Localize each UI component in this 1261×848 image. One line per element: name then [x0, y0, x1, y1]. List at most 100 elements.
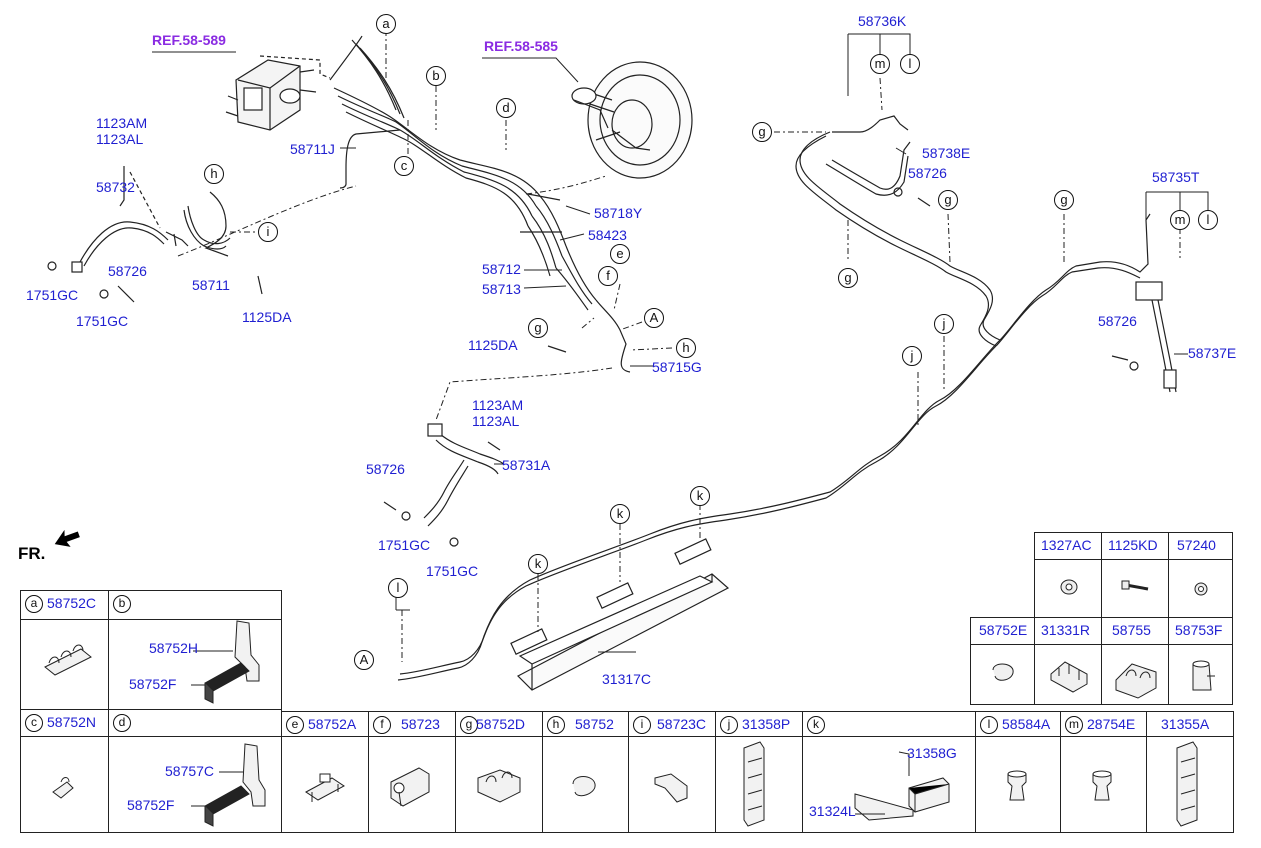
cell-i[interactable]: i 58723C — [628, 711, 716, 833]
callout-A: A — [644, 308, 664, 328]
part-58726[interactable]: 58726 — [1098, 313, 1137, 329]
callout-h-2: h — [676, 338, 696, 358]
callout-l: l — [900, 54, 920, 74]
part-1751GC[interactable]: 1751GC — [426, 563, 479, 579]
part-58735T[interactable]: 58735T — [1152, 169, 1200, 185]
washer-icon — [1194, 582, 1208, 596]
cell-k[interactable]: k 31358G 31324L — [802, 711, 976, 833]
callout-k-3: k — [528, 554, 548, 574]
callout-g-5: g — [1054, 190, 1074, 210]
cell-58753F[interactable]: 58753F — [1168, 617, 1233, 705]
part-58423[interactable]: 58423 — [588, 227, 627, 243]
front-arrow — [54, 529, 80, 547]
cell-57240[interactable]: 57240 — [1168, 532, 1233, 618]
part-58712[interactable]: 58712 — [482, 261, 521, 277]
rear-left-hose — [423, 423, 505, 527]
callout-f: f — [598, 266, 618, 286]
cell-letter: b — [113, 595, 131, 613]
cell-m[interactable]: m 28754E — [1060, 711, 1147, 833]
cell-c[interactable]: c 58752N — [20, 709, 109, 833]
abs-module-drawing — [225, 55, 331, 131]
rail-bracket-31317C — [510, 538, 730, 691]
part-58726[interactable]: 58726 — [108, 263, 147, 279]
callout-d: d — [496, 98, 516, 118]
part-58718Y[interactable]: 58718Y — [594, 205, 643, 221]
callout-k-2: k — [610, 504, 630, 524]
part-58715G[interactable]: 58715G — [652, 359, 702, 375]
part-58713[interactable]: 58713 — [482, 281, 521, 297]
part-58737E[interactable]: 58737E — [1188, 345, 1237, 361]
cell-58752E[interactable]: 58752E — [970, 617, 1035, 705]
part-58757C: 58757C — [165, 763, 215, 779]
clamp-icon — [1050, 661, 1088, 693]
cell-31331R[interactable]: 31331R — [1034, 617, 1102, 705]
part-58752F: 58752F — [129, 676, 177, 692]
cell-b[interactable]: b 58752H 58752F — [108, 590, 282, 710]
part-58732[interactable]: 58732 — [96, 179, 135, 195]
cell-d[interactable]: d 58757C 58752F — [108, 709, 282, 833]
grommet-icon — [1092, 770, 1112, 801]
part-1125DA[interactable]: 1125DA — [468, 337, 518, 353]
part-58726[interactable]: 58726 — [908, 165, 947, 181]
part-58711[interactable]: 58711 — [192, 277, 230, 293]
part-1751GC[interactable]: 1751GC — [76, 313, 129, 329]
rear-right-lines — [397, 115, 1177, 681]
cell-a[interactable]: a 58752C — [20, 590, 109, 710]
part-31358G: 31358G — [907, 745, 957, 761]
clip-strip-icon — [743, 741, 765, 827]
part-31324L: 31324L — [809, 803, 856, 819]
cell-label: 1327AC — [1041, 537, 1092, 553]
callout-e: e — [610, 244, 630, 264]
clip-icon — [44, 644, 92, 676]
ref-label-abs[interactable]: REF.58-589 — [152, 32, 226, 48]
callout-k: k — [690, 486, 710, 506]
cell-1125KD[interactable]: 1125KD — [1101, 532, 1169, 618]
part-1125DA[interactable]: 1125DA — [242, 309, 292, 325]
holder-icon — [1115, 663, 1157, 699]
callout-m-2: m — [1170, 210, 1190, 230]
cell-h[interactable]: h 58752 — [542, 711, 629, 833]
cell-l[interactable]: l 58584A — [975, 711, 1061, 833]
part-1123AM[interactable]: 1123AM — [96, 115, 148, 131]
cell-1327AC[interactable]: 1327AC — [1034, 532, 1102, 618]
cell-g[interactable]: g 58752D — [455, 711, 543, 833]
front-direction-label: FR. — [18, 544, 46, 563]
cell-label: 57240 — [1177, 537, 1216, 553]
part-58731A[interactable]: 58731A — [502, 457, 551, 473]
cell-58755[interactable]: 58755 — [1101, 617, 1169, 705]
callout-h: h — [204, 164, 224, 184]
hardware — [47, 187, 1139, 547]
cell-f[interactable]: f 58723 — [368, 711, 456, 833]
part-58711J[interactable]: 58711J — [290, 141, 335, 157]
cell-letter: e — [286, 716, 304, 734]
bolt-icon — [1121, 580, 1149, 591]
part-58738E[interactable]: 58738E — [922, 145, 971, 161]
cell-31355A[interactable]: 31355A — [1146, 711, 1234, 833]
callout-A-2: A — [354, 650, 374, 670]
cell-e[interactable]: e 58752A — [281, 711, 369, 833]
part-1123AM[interactable]: 1123AM — [472, 397, 524, 413]
cell-letter: i — [633, 716, 651, 734]
clip-icon — [52, 777, 74, 799]
clip-strip-icon — [1176, 741, 1198, 827]
part-58726[interactable]: 58726 — [366, 461, 405, 477]
part-1751GC[interactable]: 1751GC — [26, 287, 79, 303]
ref-label-booster[interactable]: REF.58-585 — [484, 38, 558, 54]
part-31317C[interactable]: 31317C — [602, 671, 652, 687]
clip-icon — [390, 767, 430, 807]
cell-label: 58752N — [47, 714, 97, 730]
part-58736K[interactable]: 58736K — [858, 13, 907, 29]
cell-j[interactable]: j 31358P — [715, 711, 803, 833]
callout-g-4: g — [838, 268, 858, 288]
nut-icon — [1060, 579, 1078, 595]
callout-a: a — [376, 14, 396, 34]
cell-label: 58752C — [47, 595, 97, 611]
clamp-icon — [477, 769, 521, 803]
callout-b: b — [426, 66, 446, 86]
part-1123AL[interactable]: 1123AL — [472, 413, 520, 429]
part-1123AL[interactable]: 1123AL — [96, 131, 144, 147]
callout-g-2: g — [752, 122, 772, 142]
part-1751GC[interactable]: 1751GC — [378, 537, 431, 553]
